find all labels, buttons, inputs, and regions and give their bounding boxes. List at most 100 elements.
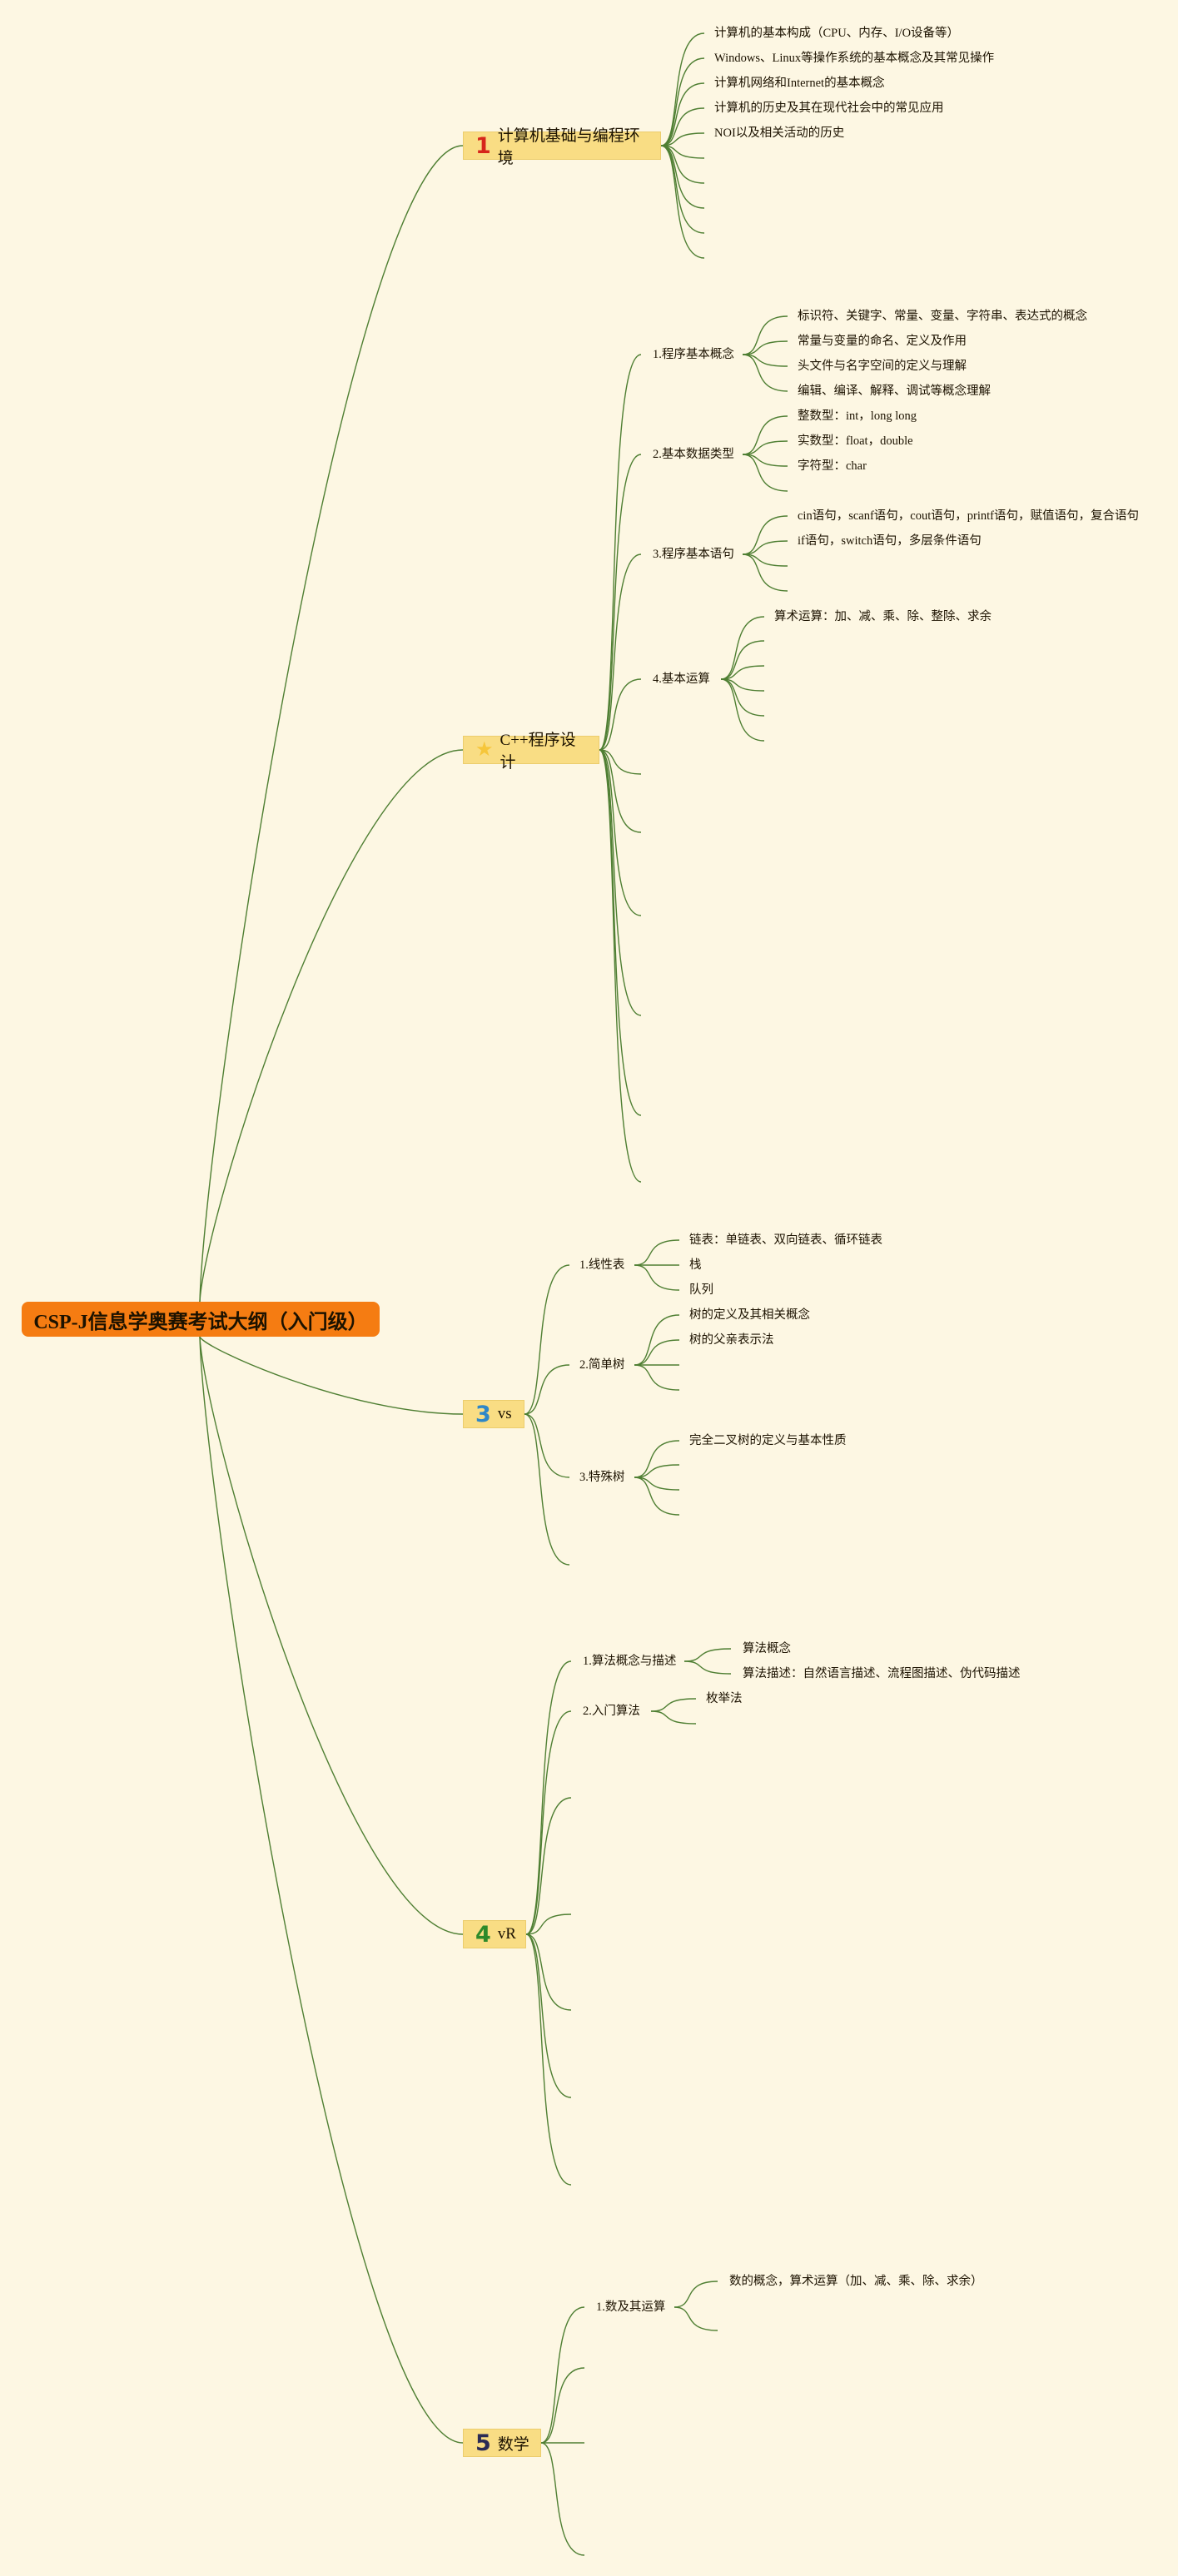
topic-data-structures[interactable]: 3 vs	[463, 1400, 524, 1428]
basics-item[interactable]: Windows、Linux等操作系统的基本概念及其常见操作	[714, 52, 995, 65]
basics-item[interactable]: 计算机网络和Internet的基本概念	[714, 77, 885, 90]
connector	[660, 82, 705, 146]
connector	[742, 454, 788, 467]
topic-number-4: 4	[475, 1921, 491, 1948]
connector	[599, 354, 642, 751]
ds-item[interactable]: 链表：单链表、双向链表、循环链表	[689, 1233, 882, 1247]
connector	[599, 749, 642, 1016]
connector	[742, 454, 788, 492]
connector	[599, 749, 642, 833]
connector	[720, 678, 765, 692]
ds-item[interactable]: 队列	[689, 1283, 713, 1297]
cpp-item[interactable]: if语句，switch语句，多层条件语句	[798, 534, 982, 548]
topic-label: 计算机基础与编程环境	[497, 127, 640, 167]
connector	[634, 1464, 680, 1478]
connector	[742, 415, 788, 455]
topic-algorithms[interactable]: 4 vR	[463, 1920, 526, 1948]
cpp-item[interactable]: 常量与变量的命名、定义及作用	[798, 335, 967, 348]
algo-section[interactable]: 1.算法概念与描述	[583, 1655, 677, 1668]
connector	[524, 1364, 570, 1415]
connector	[525, 1797, 572, 1935]
connector	[634, 1477, 680, 1516]
connector	[524, 1413, 570, 1478]
math-section[interactable]: 1.数及其运算	[596, 2301, 666, 2314]
connector	[634, 1440, 680, 1478]
connector	[524, 1264, 570, 1415]
cpp-section[interactable]: 4.基本运算	[653, 673, 710, 686]
ds-item[interactable]: 树的父亲表示法	[689, 1333, 774, 1347]
topic-label: vs	[497, 1405, 512, 1422]
ds-section[interactable]: 3.特殊树	[579, 1471, 625, 1484]
root-connector	[199, 145, 464, 1303]
star-icon: ★	[475, 739, 494, 761]
math-item[interactable]: 数的概念，算术运算（加、减、乘、除、求余）	[729, 2275, 983, 2288]
connector	[599, 749, 642, 775]
cpp-item[interactable]: 整数型：int，long long	[798, 409, 917, 423]
ds-item[interactable]: 完全二叉树的定义与基本性质	[689, 1434, 847, 1447]
topic-label: vR	[497, 1925, 516, 1943]
cpp-item[interactable]: 实数型：float，double	[798, 434, 913, 448]
connector	[599, 749, 642, 916]
connector	[742, 354, 788, 392]
ds-item[interactable]: 栈	[689, 1258, 702, 1272]
cpp-item[interactable]: 头文件与名字空间的定义与理解	[798, 360, 967, 373]
connector	[599, 678, 642, 751]
connector	[634, 1239, 680, 1266]
cpp-item[interactable]: cin语句，scanf语句，cout语句，printf语句，赋值语句，复合语句	[798, 509, 1139, 523]
ds-item[interactable]: 树的定义及其相关概念	[689, 1308, 810, 1322]
cpp-item[interactable]: 编辑、编译、解释、调试等概念理解	[798, 385, 991, 398]
root-connector	[199, 749, 464, 1303]
connector	[634, 1364, 680, 1391]
basics-item[interactable]: 计算机的基本构成（CPU、内存、I/O设备等）	[714, 27, 960, 40]
connector	[524, 1413, 570, 1566]
connector	[650, 1698, 697, 1712]
connector	[540, 2306, 585, 2444]
basics-item[interactable]: 计算机的历史及其在现代社会中的常见应用	[714, 102, 944, 115]
topic-label: 数学	[497, 2435, 529, 2454]
topic-label: C++程序设计	[500, 732, 576, 772]
cpp-section[interactable]: 2.基本数据类型	[653, 448, 734, 461]
basics-item[interactable]: NOI以及相关活动的历史	[714, 127, 845, 140]
connector	[660, 107, 705, 146]
algo-section[interactable]: 2.入门算法	[583, 1705, 640, 1718]
root-node[interactable]: CSP-J信息学奥赛考试大纲（入门级）	[22, 1302, 380, 1337]
connector	[742, 515, 788, 555]
topic-computer-basics[interactable]: 1 计算机基础与编程环境	[463, 127, 661, 167]
connector	[660, 145, 705, 159]
topic-number-3: 3	[475, 1401, 491, 1427]
connector	[525, 1933, 572, 2186]
connector	[540, 2367, 585, 2444]
cpp-section[interactable]: 3.程序基本语句	[653, 548, 734, 561]
cpp-item[interactable]: 算术运算：加、减、乘、除、整除、求余	[774, 610, 992, 623]
connector	[650, 1710, 697, 1725]
connector	[720, 678, 765, 717]
connector	[599, 749, 642, 1116]
connector	[634, 1314, 680, 1366]
connector	[599, 553, 642, 751]
ds-section[interactable]: 2.简单树	[579, 1358, 625, 1372]
connector	[634, 1477, 680, 1491]
connector	[720, 665, 765, 680]
root-label: CSP-J信息学奥赛考试大纲（入门级）	[33, 1311, 368, 1333]
topic-number-5: 5	[475, 2430, 491, 2456]
connector	[673, 2306, 718, 2331]
topic-cpp-programming[interactable]: ★ C++程序设计	[463, 732, 599, 772]
connector	[599, 454, 642, 751]
connector	[742, 354, 788, 367]
algo-item[interactable]: 算法概念	[743, 1642, 791, 1655]
connector	[742, 540, 788, 555]
root-connector	[199, 1336, 464, 2444]
cpp-item[interactable]: 标识符、关键字、常量、变量、字符串、表达式的概念	[798, 310, 1087, 323]
ds-section[interactable]: 1.线性表	[579, 1258, 625, 1272]
connector	[742, 340, 788, 355]
cpp-section[interactable]: 1.程序基本概念	[653, 348, 734, 361]
connector	[742, 553, 788, 567]
connector	[742, 553, 788, 592]
root-connector	[199, 1336, 464, 1935]
topic-mathematics[interactable]: 5 数学	[463, 2429, 541, 2457]
algo-item[interactable]: 枚举法	[706, 1692, 743, 1705]
cpp-item[interactable]: 字符型：char	[798, 459, 867, 473]
connector	[720, 616, 765, 680]
connector	[660, 132, 705, 146]
algo-item[interactable]: 算法描述：自然语言描述、流程图描述、伪代码描述	[743, 1667, 1021, 1680]
